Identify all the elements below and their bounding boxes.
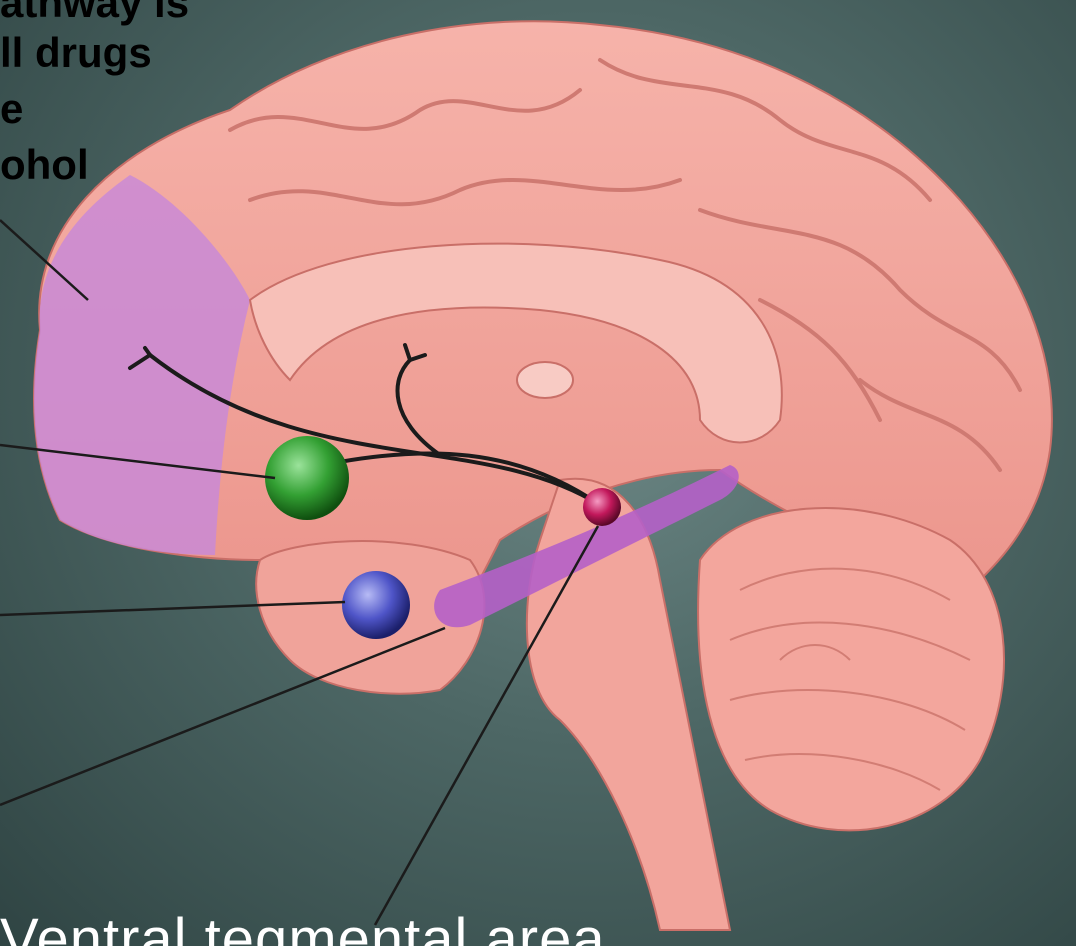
caption-line: ohol — [0, 140, 89, 190]
ventral-tegmental-area-marker — [583, 488, 621, 526]
cerebellum — [698, 508, 1004, 830]
amygdala-marker — [342, 571, 410, 639]
nucleus-accumbens-marker — [265, 436, 349, 520]
caption-line: ll drugs — [0, 28, 152, 78]
ventral-tegmental-area-label: Ventral tegmental area — [0, 910, 606, 946]
caption-line: athway is — [0, 0, 189, 28]
caption-line: e — [0, 84, 23, 134]
thalamus — [517, 362, 573, 398]
